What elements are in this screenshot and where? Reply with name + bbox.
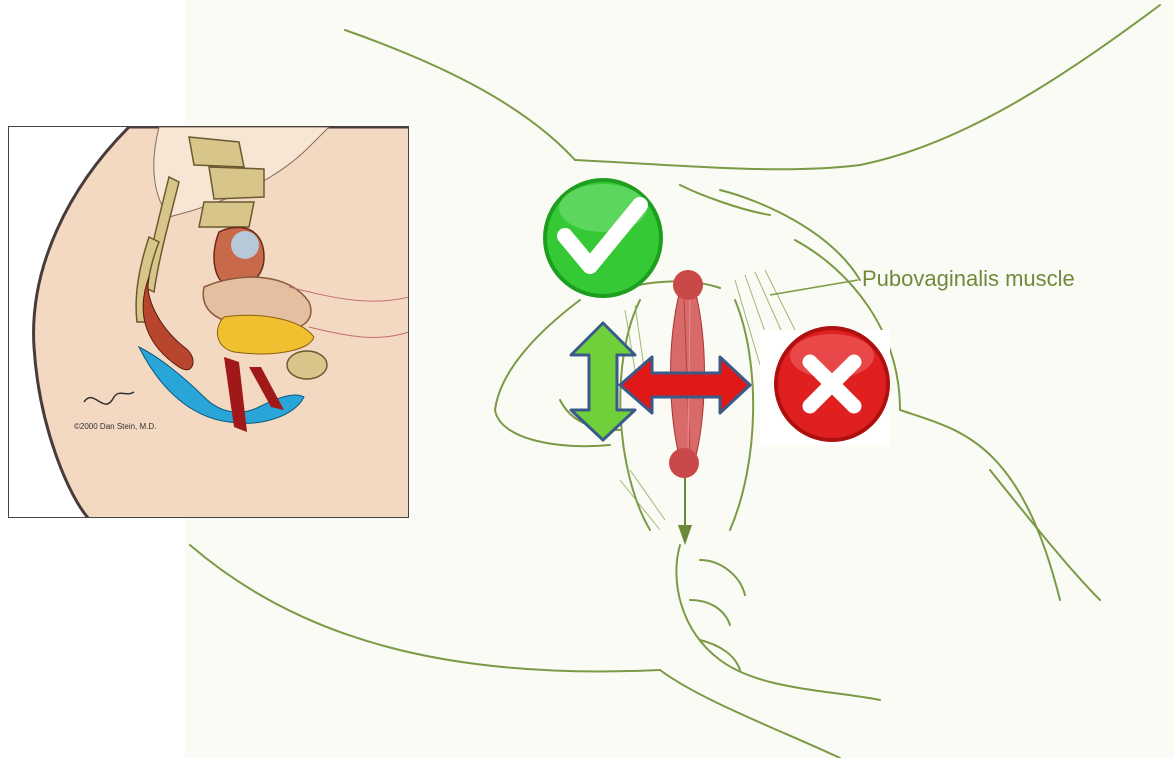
pubovaginalis-label: Pubovaginalis muscle [862,266,1075,292]
checkmark-icon [543,178,663,298]
muscle-origin-dot [673,270,703,300]
muscle-insertion-dot [669,448,699,478]
copyright-notice: ©2000 Dan Stein, M.D. [74,422,156,431]
sagittal-section-inset: ©2000 Dan Stein, M.D. [8,126,409,518]
x-mark-icon [760,326,890,445]
sagittal-section-drawing [9,127,409,518]
ovary [231,231,259,259]
